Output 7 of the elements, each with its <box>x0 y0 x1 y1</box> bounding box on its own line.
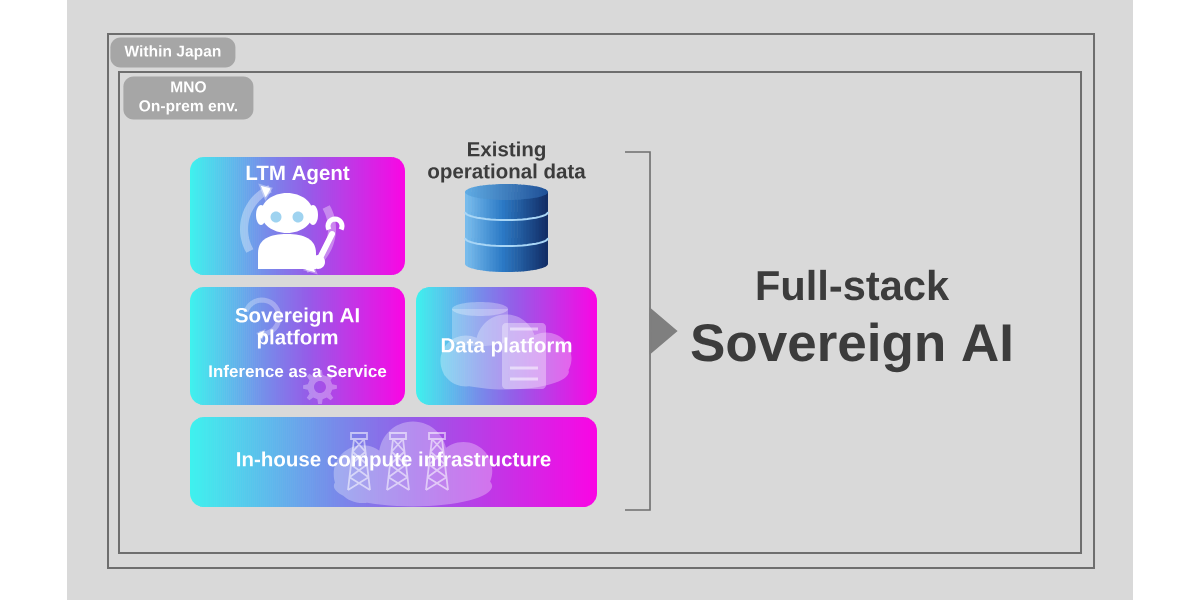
box-title: LTM Agent <box>246 165 350 185</box>
heading: Existing operational data <box>428 141 586 183</box>
box-subtitle: Inference as a Service <box>209 364 387 378</box>
headline: Full-stack Sovereign AI <box>691 269 1011 373</box>
region-tag: MNO On-prem env. <box>123 76 254 120</box>
region-tag: Within Japan <box>110 37 236 68</box>
box-title: Sovereign AI platform <box>235 307 359 349</box>
